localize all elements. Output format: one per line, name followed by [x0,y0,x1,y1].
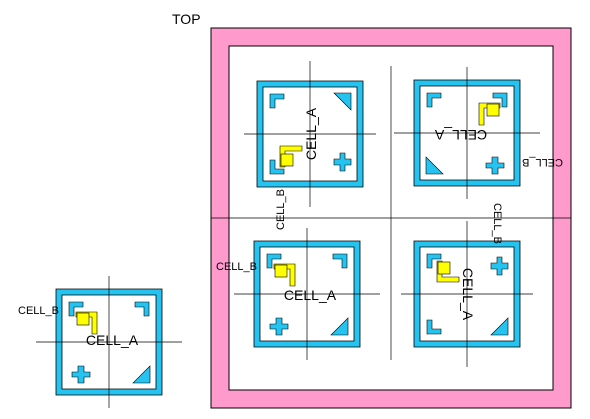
cell-a-label-mirror: CELL_A [434,127,487,143]
cell-b-label-r90: CELL_B [275,189,287,230]
cell-a-label-r0: CELL_A [284,287,337,303]
cell-a-label-standalone: CELL_A [86,332,139,348]
cell-b-label-r0: CELL_B [216,261,257,273]
cell-a-label-r90: CELL_A [303,107,319,160]
cell-b-label-standalone: CELL_B [18,305,59,317]
cell-a-label-r90-mirror: CELL_A [460,268,476,321]
cell-b-label-r90-mirror: CELL_B [491,203,503,244]
top-frame [210,27,572,409]
cell-b-label-mirror: CELL_B [522,156,563,168]
top-label: TOP [172,11,201,27]
